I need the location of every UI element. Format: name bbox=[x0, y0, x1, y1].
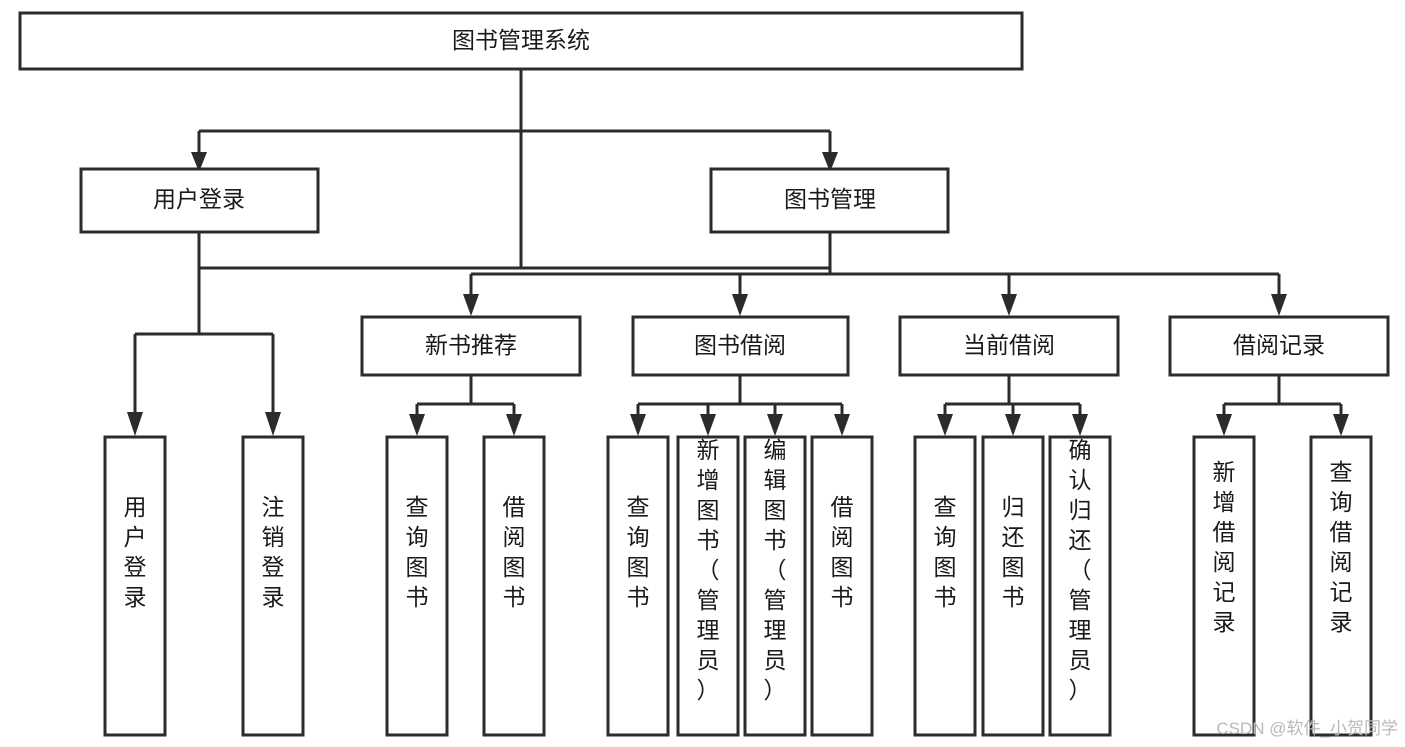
leaf-borrow-record-0-label: 新增借阅记录 bbox=[1213, 459, 1236, 635]
leaf-new-book-0[interactable]: 查询图书 bbox=[385, 435, 449, 737]
arrow-level3-3 bbox=[1271, 294, 1287, 316]
node-book-borrow[interactable]: 图书借阅 bbox=[631, 315, 850, 377]
leaf-book-borrow-2-label: 编辑图书（管理员） bbox=[764, 437, 787, 703]
arrow-bookborrow-leaf-3 bbox=[834, 414, 850, 436]
node-borrow-record-label: 借阅记录 bbox=[1233, 332, 1325, 358]
leaf-borrow-record-1[interactable]: 查询借阅记录 bbox=[1309, 435, 1373, 737]
leaf-book-borrow-0-label: 查询图书 bbox=[627, 494, 650, 610]
arrow-newbook-leaf-0 bbox=[409, 414, 425, 436]
node-root-label: 图书管理系统 bbox=[452, 27, 590, 53]
connector-newbook-to-leaves bbox=[409, 375, 522, 436]
node-borrow-record[interactable]: 借阅记录 bbox=[1168, 315, 1390, 377]
connector-root-to-level2 bbox=[191, 69, 838, 172]
node-current-borrow-label: 当前借阅 bbox=[963, 332, 1055, 358]
node-book-manage-label: 图书管理 bbox=[784, 186, 876, 212]
node-book-borrow-label: 图书借阅 bbox=[694, 332, 786, 358]
leaf-new-book-1[interactable]: 借阅图书 bbox=[482, 435, 546, 737]
node-current-borrow-box[interactable] bbox=[898, 315, 1120, 377]
leaf-current-borrow-2[interactable]: 确认归还（管理员） bbox=[1048, 435, 1112, 737]
node-root-box[interactable] bbox=[18, 11, 1024, 71]
leaf-user-login-0-box[interactable] bbox=[103, 435, 167, 737]
arrow-currentborrow-leaf-0 bbox=[937, 414, 953, 436]
arrow-borrowrecord-leaf-0 bbox=[1216, 414, 1232, 436]
leaf-book-borrow-1-label: 新增图书（管理员） bbox=[697, 437, 720, 703]
leaf-user-login-0-label: 用户登录 bbox=[124, 494, 147, 610]
leaf-current-borrow-0-label: 查询图书 bbox=[934, 494, 957, 610]
arrow-currentborrow-leaf-1 bbox=[1005, 414, 1021, 436]
connector-userlogin-to-leaves bbox=[127, 232, 281, 436]
leaf-current-borrow-0[interactable]: 查询图书 bbox=[913, 435, 977, 737]
arrow-bookborrow-leaf-0 bbox=[630, 414, 646, 436]
leaf-user-login-1-label: 注销登录 bbox=[262, 494, 285, 610]
leaf-book-borrow-2-box[interactable] bbox=[743, 435, 807, 737]
node-book-manage-box[interactable] bbox=[709, 167, 950, 234]
leaf-user-login-1[interactable]: 注销登录 bbox=[241, 435, 305, 737]
arrow-level3-2 bbox=[1001, 294, 1017, 316]
arrow-borrowrecord-leaf-1 bbox=[1333, 414, 1349, 436]
leaf-book-borrow-1[interactable]: 新增图书（管理员） bbox=[676, 435, 740, 737]
leaf-book-borrow-3[interactable]: 借阅图书 bbox=[810, 435, 874, 737]
arrow-userlogin-leaf-0 bbox=[127, 412, 143, 436]
connector-borrowrecord-to-leaves bbox=[1216, 375, 1349, 436]
node-book-manage[interactable]: 图书管理 bbox=[709, 167, 950, 234]
leaf-current-borrow-0-box[interactable] bbox=[913, 435, 977, 737]
leaf-book-borrow-1-box[interactable] bbox=[676, 435, 740, 737]
arrow-to-user-login bbox=[191, 152, 207, 172]
leaf-current-borrow-2-label: 确认归还（管理员） bbox=[1069, 437, 1092, 703]
leaf-current-borrow-1-label: 归还图书 bbox=[1002, 494, 1025, 610]
node-new-book-recommend-label: 新书推荐 bbox=[425, 332, 517, 358]
leaf-new-book-1-label: 借阅图书 bbox=[503, 494, 526, 610]
leaf-user-login-1-box[interactable] bbox=[241, 435, 305, 737]
node-root[interactable]: 图书管理系统 bbox=[18, 11, 1024, 71]
leaf-book-borrow-0[interactable]: 查询图书 bbox=[606, 435, 670, 737]
node-current-borrow[interactable]: 当前借阅 bbox=[898, 315, 1120, 377]
leaf-user-login-0[interactable]: 用户登录 bbox=[103, 435, 167, 737]
arrow-newbook-leaf-1 bbox=[506, 414, 522, 436]
node-book-borrow-box[interactable] bbox=[631, 315, 850, 377]
node-user-login-label: 用户登录 bbox=[153, 186, 245, 212]
node-user-login[interactable]: 用户登录 bbox=[79, 167, 320, 234]
node-borrow-record-box[interactable] bbox=[1168, 315, 1390, 377]
leaf-book-borrow-3-label: 借阅图书 bbox=[831, 494, 854, 610]
csdn-watermark: CSDN @软件_小贺同学 bbox=[1216, 719, 1398, 738]
leaf-borrow-record-1-box[interactable] bbox=[1309, 435, 1373, 737]
leaf-current-borrow-1[interactable]: 归还图书 bbox=[981, 435, 1045, 737]
arrow-level3-0 bbox=[463, 294, 479, 316]
leaf-book-borrow-0-box[interactable] bbox=[606, 435, 670, 737]
arrow-bookborrow-leaf-2 bbox=[767, 414, 783, 436]
node-new-book-recommend-box[interactable] bbox=[360, 315, 582, 377]
leaf-new-book-0-label: 查询图书 bbox=[406, 494, 429, 610]
leaf-book-borrow-3-box[interactable] bbox=[810, 435, 874, 737]
arrow-level3-1 bbox=[732, 294, 748, 316]
connector-bookmanage-to-level3 bbox=[463, 232, 1287, 316]
node-new-book-recommend[interactable]: 新书推荐 bbox=[360, 315, 582, 377]
leaf-book-borrow-2[interactable]: 编辑图书（管理员） bbox=[743, 435, 807, 737]
arrow-to-book-manage bbox=[822, 152, 838, 172]
leaf-borrow-record-0[interactable]: 新增借阅记录 bbox=[1192, 435, 1256, 737]
leaf-borrow-record-0-box[interactable] bbox=[1192, 435, 1256, 737]
connector-currentborrow-to-leaves bbox=[937, 375, 1088, 436]
leaf-new-book-0-box[interactable] bbox=[385, 435, 449, 737]
leaf-current-borrow-2-box[interactable] bbox=[1048, 435, 1112, 737]
arrow-currentborrow-leaf-2 bbox=[1072, 414, 1088, 436]
leaf-borrow-record-1-label: 查询借阅记录 bbox=[1330, 459, 1353, 635]
leaf-new-book-1-box[interactable] bbox=[482, 435, 546, 737]
connector-bookborrow-to-leaves bbox=[630, 375, 850, 436]
arrow-bookborrow-leaf-1 bbox=[700, 414, 716, 436]
node-user-login-box[interactable] bbox=[79, 167, 320, 234]
leaf-current-borrow-1-box[interactable] bbox=[981, 435, 1045, 737]
arrow-userlogin-leaf-1 bbox=[265, 412, 281, 436]
